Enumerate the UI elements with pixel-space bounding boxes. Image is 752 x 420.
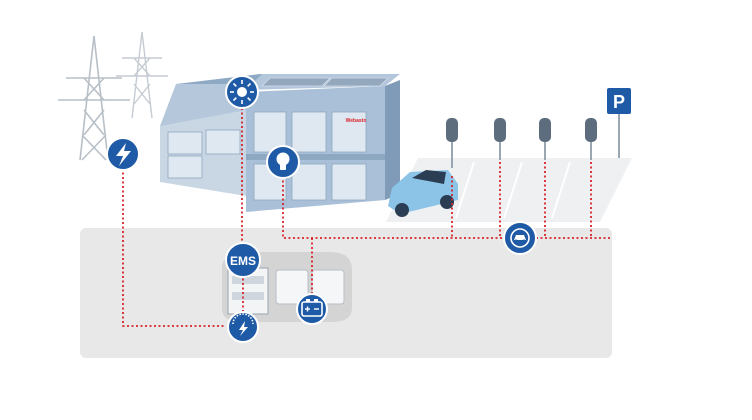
office-building: Webasto	[160, 74, 400, 212]
power-pylon-left	[58, 35, 130, 161]
charging-station	[494, 118, 506, 142]
power-pylon-right	[116, 31, 168, 119]
charging-stations	[446, 118, 597, 142]
ems-label: EMS	[230, 254, 256, 268]
sun-icon	[225, 75, 259, 109]
charging-station	[539, 118, 551, 142]
lightning-icon	[106, 137, 140, 171]
brand-logo: Webasto	[346, 118, 367, 124]
charging-station	[585, 118, 597, 142]
battery-cabinets	[275, 269, 345, 305]
parking-sign: P	[607, 88, 631, 158]
parking-lines	[455, 161, 571, 219]
svg-text:P: P	[613, 92, 625, 112]
electric-car	[388, 170, 458, 217]
solar-panels	[261, 77, 389, 87]
charging-station	[446, 118, 458, 142]
meter-icon	[227, 311, 259, 343]
light-bulb-icon	[266, 145, 300, 179]
ev-charging-icon	[503, 221, 537, 255]
ems-node: EMS	[225, 242, 261, 278]
battery-icon	[296, 293, 328, 325]
